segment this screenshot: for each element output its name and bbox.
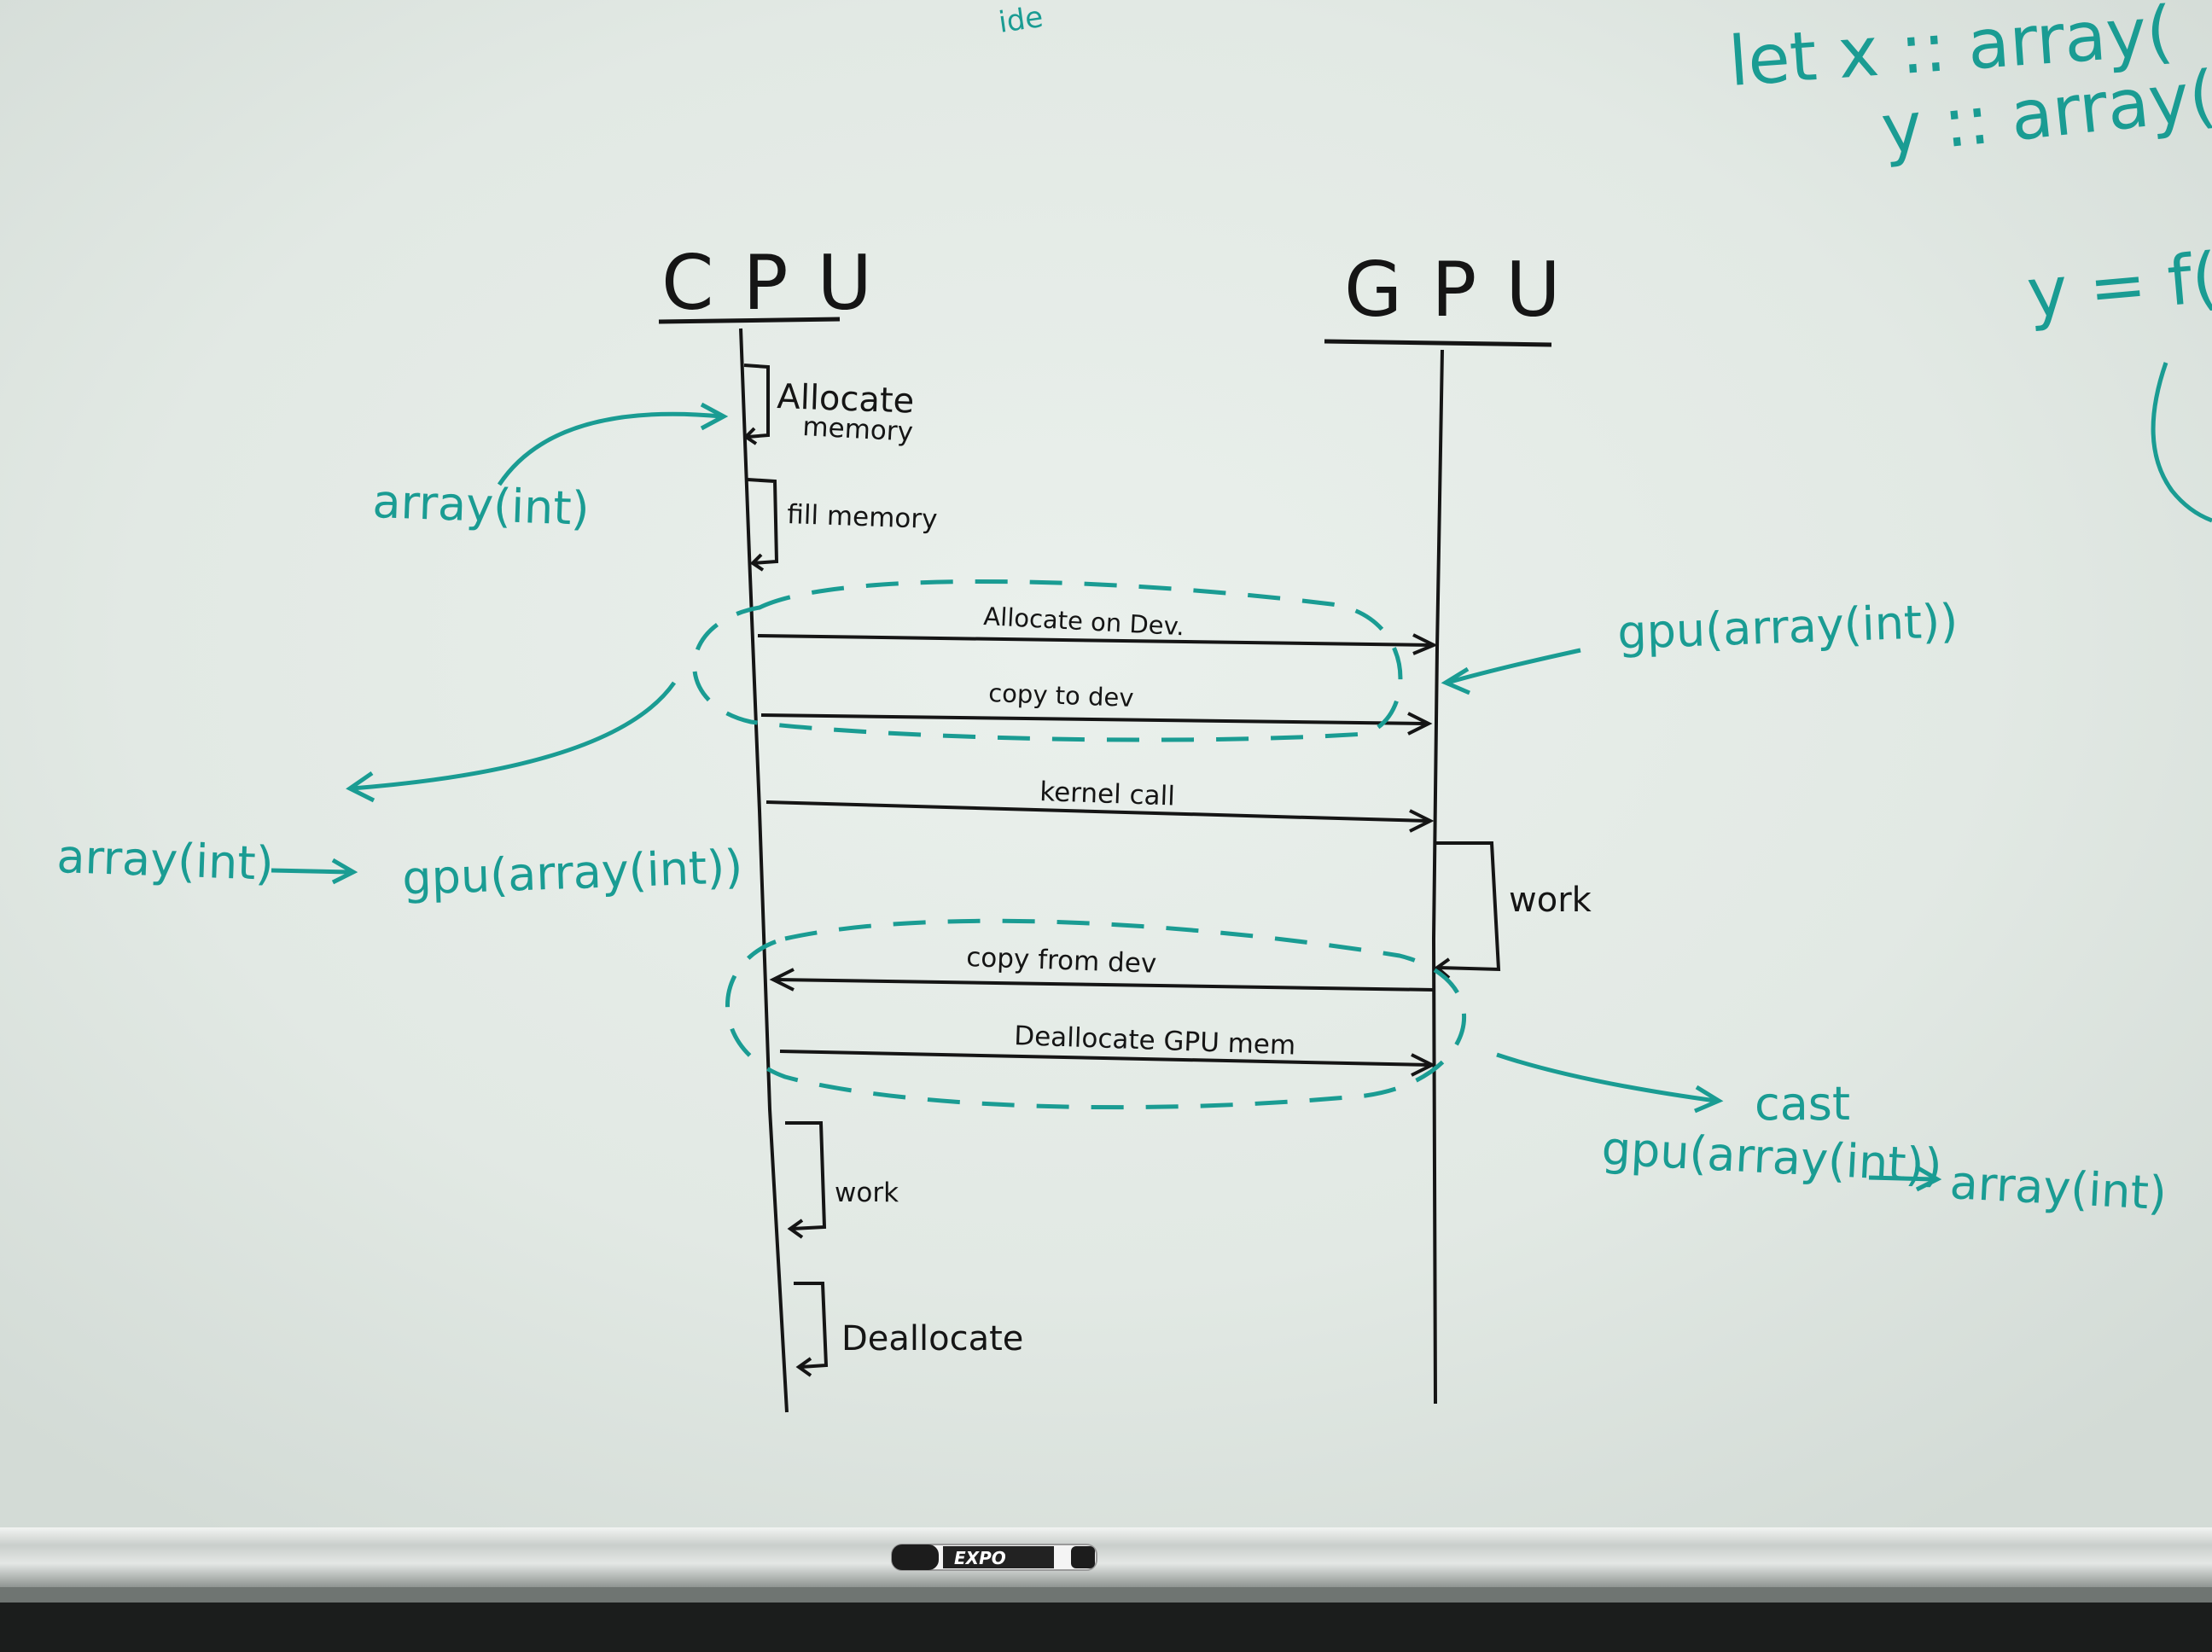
conversion-arrow bbox=[351, 681, 677, 791]
gpu-heading: GPU bbox=[1344, 246, 1590, 334]
cast-mid-arrow bbox=[1868, 1175, 1935, 1182]
message-label-copy-to-dev: copy to dev bbox=[988, 678, 1134, 713]
message-copy-from-dev: copy from dev bbox=[769, 942, 1435, 992]
allocate-memory-label-2: memory bbox=[802, 411, 914, 448]
message-kernel-call: kernel call bbox=[765, 777, 1435, 833]
gpu-lifeline bbox=[1431, 349, 1444, 1405]
cast-mid-arrowhead bbox=[1915, 1165, 1942, 1192]
cast-arrowhead bbox=[1694, 1085, 1724, 1114]
conversion-to-label: gpu(array(int)) bbox=[401, 840, 743, 905]
assignment-line: y = f( bbox=[2024, 238, 2212, 334]
dashed-group-from-device bbox=[725, 918, 1466, 1110]
cpu-work-label: work bbox=[835, 1178, 899, 1208]
cast-label: cast bbox=[1755, 1077, 1850, 1131]
whiteboard-surface bbox=[0, 0, 2212, 1527]
gpu-heading-underline bbox=[1324, 339, 1552, 347]
self-step-gpu-work: work bbox=[1434, 841, 1592, 980]
conversion-mid-arrowhead bbox=[331, 858, 358, 885]
gpu-work-label: work bbox=[1509, 881, 1592, 920]
conversion-from-label: array(int) bbox=[56, 829, 275, 891]
top-corner-scribble: ide bbox=[997, 0, 1045, 40]
cpu-heading: CPU bbox=[661, 239, 901, 327]
marker-brand: EXPO bbox=[954, 1548, 1006, 1568]
cpu-array-arrowhead bbox=[700, 402, 729, 431]
self-step-deallocate: Deallocate bbox=[794, 1282, 1023, 1377]
cpu-lifeline bbox=[739, 328, 789, 1413]
message-copy-to-dev: copy to dev bbox=[760, 678, 1433, 736]
floor-shadow bbox=[0, 1603, 2212, 1652]
cast-to-label: array(int) bbox=[1948, 1155, 2168, 1220]
self-step-cpu-work: work bbox=[785, 1121, 899, 1239]
partial-paren-curve bbox=[2151, 362, 2212, 523]
dashed-group-to-device bbox=[692, 579, 1403, 742]
cast-arrow bbox=[1496, 1052, 1716, 1103]
conversion-mid-arrow bbox=[271, 868, 351, 875]
gpu-array-arrow bbox=[1447, 648, 1581, 685]
tray-lip bbox=[0, 1587, 2212, 1603]
message-label-copy-from-dev: copy from dev bbox=[966, 942, 1157, 980]
gpu-array-type-label: gpu(array(int)) bbox=[1616, 594, 1959, 660]
self-step-fill-memory: fill memory bbox=[747, 478, 938, 572]
gpu-array-arrowhead bbox=[1441, 666, 1470, 695]
self-step-allocate-memory: Allocate memory bbox=[742, 364, 915, 448]
deallocate-label: Deallocate bbox=[841, 1319, 1023, 1358]
cpu-heading-underline bbox=[658, 317, 841, 324]
marker-tray bbox=[0, 1527, 2212, 1587]
expo-marker: EXPO bbox=[891, 1544, 1097, 1571]
allocate-memory-label-1: Allocate bbox=[777, 377, 915, 422]
fill-memory-label: fill memory bbox=[787, 499, 938, 535]
conversion-arrowhead bbox=[346, 771, 375, 803]
message-label-kernel-call: kernel call bbox=[1039, 777, 1176, 812]
cpu-array-arrow bbox=[497, 411, 723, 486]
cpu-array-type-label: array(int) bbox=[372, 474, 591, 536]
